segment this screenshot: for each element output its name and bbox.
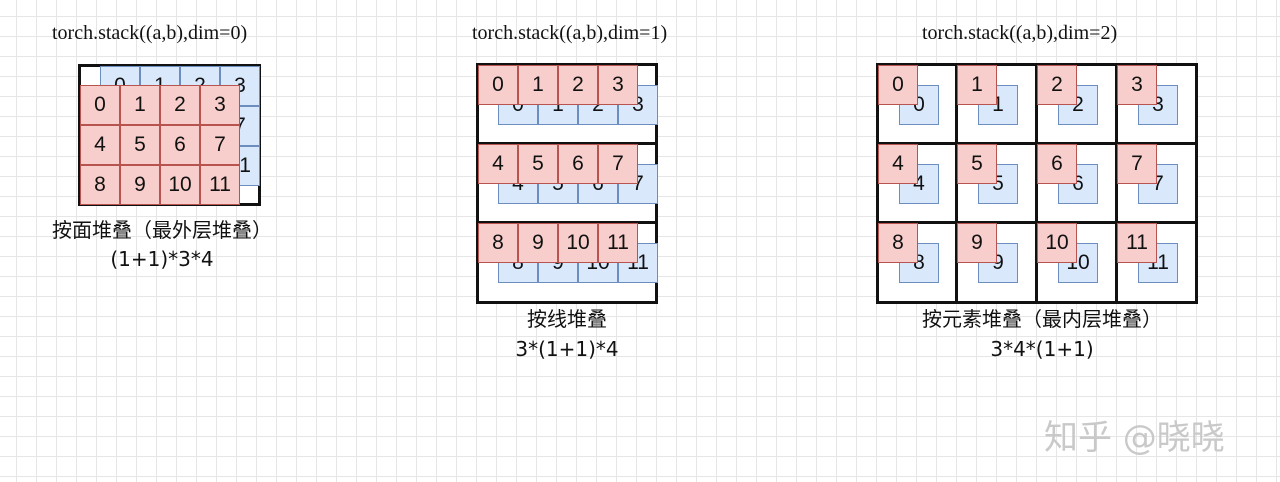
tensor-a-cell-7: 7 (598, 144, 638, 184)
tensor-a-cell-1: 1 (957, 65, 997, 105)
tensor-a-cell-0: 0 (80, 85, 120, 125)
tensor-a-cell-7: 7 (1117, 144, 1157, 184)
panel-dim0-title: torch.stack((a,b),dim=0) (52, 22, 248, 44)
tensor-a-cell-6: 6 (1037, 144, 1077, 184)
tensor-a-cell-11: 11 (598, 223, 638, 263)
watermark: 知乎 @晓晓 (1044, 418, 1225, 458)
tensor-a-cell-10: 10 (1037, 223, 1077, 263)
tensor-a-cell-1: 1 (120, 85, 160, 125)
tensor-a-cell-0: 0 (878, 65, 918, 105)
tensor-a-cell-11: 11 (200, 165, 240, 205)
tensor-a-cell-6: 6 (558, 144, 598, 184)
tensor-a-cell-4: 4 (478, 144, 518, 184)
tensor-a-cell-8: 8 (878, 223, 918, 263)
tensor-a-cell-8: 8 (478, 223, 518, 263)
tensor-a-cell-9: 9 (957, 223, 997, 263)
tensor-a-cell-1: 1 (518, 65, 558, 105)
panel-dim0-caption: 按面堆叠（最外层堆叠） (52, 218, 272, 242)
tensor-a-cell-4: 4 (80, 125, 120, 165)
panel-dim1-shape: 3*(1+1)*4 (515, 337, 619, 361)
panel-dim0-shape: (1+1)*3*4 (110, 247, 214, 271)
tensor-b-cell-10: 10 (1058, 243, 1098, 283)
panel-dim2-caption: 按元素堆叠（最内层堆叠） (922, 307, 1162, 331)
tensor-a-cell-10: 10 (160, 165, 200, 205)
panel-dim1-title: torch.stack((a,b),dim=1) (472, 22, 668, 44)
tensor-a-cell-8: 8 (80, 165, 120, 205)
tensor-a-cell-0: 0 (478, 65, 518, 105)
tensor-a-cell-9: 9 (120, 165, 160, 205)
tensor-a-cell-5: 5 (518, 144, 558, 184)
tensor-a-cell-11: 11 (1117, 223, 1157, 263)
tensor-a-cell-2: 2 (160, 85, 200, 125)
tensor-a-cell-3: 3 (598, 65, 638, 105)
panel-dim2-title: torch.stack((a,b),dim=2) (922, 22, 1118, 44)
tensor-a-cell-10: 10 (558, 223, 598, 263)
panel-dim1-caption: 按线堆叠 (527, 307, 607, 331)
tensor-a-cell-5: 5 (120, 125, 160, 165)
tensor-b-cell-6: 6 (1058, 164, 1098, 204)
tensor-a-cell-7: 7 (200, 125, 240, 165)
tensor-a-cell-6: 6 (160, 125, 200, 165)
tensor-a-cell-3: 3 (200, 85, 240, 125)
tensor-b-cell-5: 5 (978, 164, 1018, 204)
tensor-a-cell-2: 2 (558, 65, 598, 105)
panel-dim2-shape: 3*4*(1+1) (990, 337, 1094, 361)
tensor-a-cell-9: 9 (518, 223, 558, 263)
tensor-b-cell-9: 9 (978, 243, 1018, 283)
tensor-a-cell-4: 4 (878, 144, 918, 184)
tensor-a-cell-5: 5 (957, 144, 997, 184)
tensor-a-cell-2: 2 (1037, 65, 1077, 105)
tensor-a-cell-3: 3 (1117, 65, 1157, 105)
